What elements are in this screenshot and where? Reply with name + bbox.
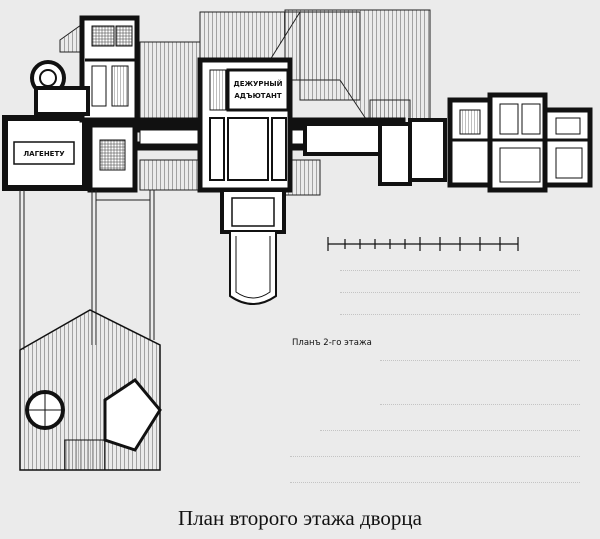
central-block: ДЕЖУРНЫЙ АДЪЮТАНТ <box>197 57 293 305</box>
right-wing <box>303 92 593 193</box>
center-room-label-2: АДЪЮТАНТ <box>234 92 281 100</box>
left-hall-label: ЛАГЕНЕТУ <box>23 150 65 158</box>
lower-pavilion <box>19 309 162 471</box>
left-hall: ЛАГЕНЕТУ <box>2 115 138 193</box>
background-text-lines <box>290 270 580 483</box>
scale-bar <box>327 237 519 251</box>
center-room-label-1: ДЕЖУРНЫЙ <box>233 79 282 88</box>
plan-scale-caption: Планъ 2-го этажа <box>292 338 372 348</box>
figure-caption: План второго этажа дворца <box>178 506 422 530</box>
floor-plan-drawing: ЛАГЕНЕТУ ДЕЖУРНЫЙ АДЪЮТАНТ <box>2 9 593 471</box>
left-tower <box>30 15 140 123</box>
